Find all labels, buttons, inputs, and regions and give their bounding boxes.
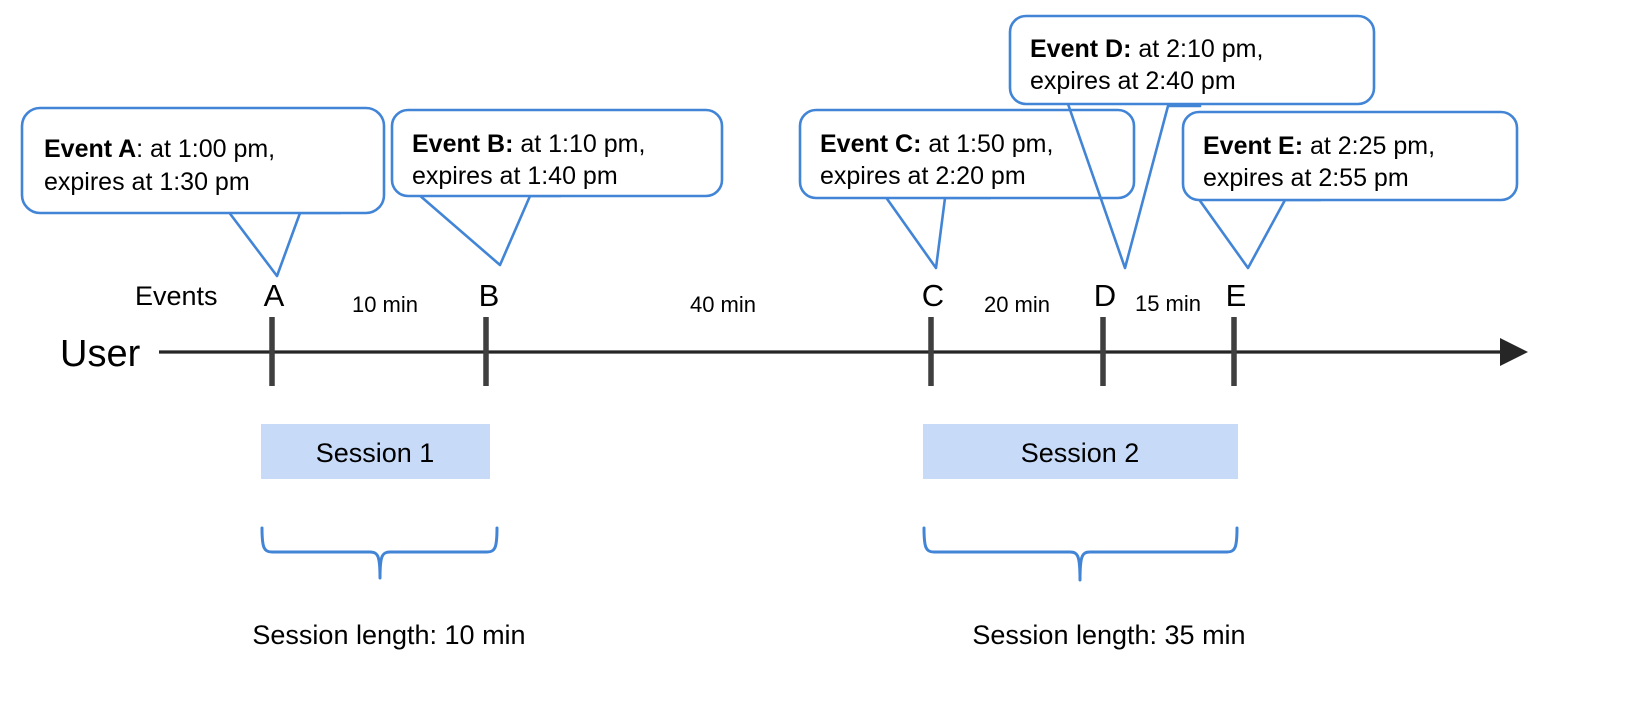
- callout-lead-b: Event B:: [412, 130, 513, 158]
- marker-label-e: E: [1226, 278, 1247, 313]
- session-rect-1: [261, 424, 490, 479]
- session-caption-1: Session length: 10 min: [252, 620, 525, 650]
- event-marker-a[interactable]: A: [264, 278, 285, 386]
- callout-rest-b: at 1:10 pm,: [513, 130, 645, 158]
- callout-lead-e: Event E:: [1203, 132, 1303, 160]
- timeline-axis: [159, 338, 1528, 366]
- callout-event-c[interactable]: Event C: at 1:50 pm, expires at 2:20 pm: [798, 108, 1136, 270]
- callout-sep-a: :: [136, 135, 143, 163]
- session-bar-1[interactable]: Session 1: [261, 424, 490, 479]
- callout-rest-a: at 1:00 pm,: [143, 135, 275, 163]
- marker-label-d: D: [1094, 278, 1116, 313]
- callout-rest-d: at 2:10 pm,: [1131, 35, 1263, 63]
- callout-text-a-line1: Event A: at 1:00 pm,: [44, 135, 275, 163]
- callout-text-b-line2: expires at 1:40 pm: [412, 162, 618, 190]
- session-rect-2: [923, 424, 1238, 479]
- callout-event-d[interactable]: Event D: at 2:10 pm, expires at 2:40 pm: [1008, 14, 1376, 270]
- axis-row-label-events: Events: [135, 281, 218, 311]
- session-brace-2: [922, 526, 1239, 582]
- callout-text-b-line1: Event B: at 1:10 pm,: [412, 130, 645, 158]
- marker-label-a: A: [264, 278, 285, 313]
- callout-box-d: [1008, 14, 1376, 106]
- session-caption-2: Session length: 35 min: [972, 620, 1245, 650]
- marker-label-b: B: [479, 278, 500, 313]
- callout-tail-d: [1066, 102, 1202, 270]
- callout-tail-c: [883, 194, 992, 270]
- event-marker-e[interactable]: E: [1226, 278, 1247, 386]
- session-bar-2[interactable]: Session 2: [923, 424, 1238, 479]
- marker-label-c: C: [922, 278, 944, 313]
- axis-row-label-user: User: [60, 333, 141, 375]
- callout-rest-e: at 2:25 pm,: [1303, 132, 1435, 160]
- interval-label-b-c: 40 min: [690, 292, 756, 317]
- callout-tail-e: [1196, 196, 1322, 270]
- callout-tail-a: [226, 209, 342, 278]
- callout-event-b[interactable]: Event B: at 1:10 pm, expires at 1:40 pm: [390, 108, 724, 267]
- callout-rest-c: at 1:50 pm,: [921, 130, 1053, 158]
- event-marker-b[interactable]: B: [479, 278, 500, 386]
- callout-lead-d: Event D:: [1030, 35, 1131, 63]
- callout-text-c-line1: Event C: at 1:50 pm,: [820, 130, 1053, 158]
- callout-box-e: [1181, 110, 1519, 202]
- callout-text-a-line2: expires at 1:30 pm: [44, 168, 250, 196]
- callout-text-d-line2: expires at 2:40 pm: [1030, 67, 1236, 95]
- session-label-2: Session 2: [1021, 438, 1140, 468]
- callout-text-d-line1: Event D: at 2:10 pm,: [1030, 35, 1263, 63]
- interval-label-d-e: 15 min: [1135, 291, 1201, 316]
- session-brace-1: [260, 526, 499, 580]
- callout-text-c-line2: expires at 2:20 pm: [820, 162, 1026, 190]
- callout-text-e-line2: expires at 2:55 pm: [1203, 164, 1409, 192]
- axis-arrowhead: [1500, 338, 1528, 366]
- callout-event-a[interactable]: Event A: at 1:00 pm, expires at 1:30 pm: [20, 106, 386, 278]
- callout-tail-b: [416, 192, 562, 267]
- callout-text-e-line1: Event E: at 2:25 pm,: [1203, 132, 1435, 160]
- callout-lead-c: Event C:: [820, 130, 921, 158]
- callout-lead-a: Event A: [44, 135, 136, 163]
- callout-event-e[interactable]: Event E: at 2:25 pm, expires at 2:55 pm: [1181, 110, 1519, 270]
- event-marker-c[interactable]: C: [922, 278, 944, 386]
- callout-box-b: [390, 108, 724, 198]
- interval-label-c-d: 20 min: [984, 292, 1050, 317]
- interval-label-a-b: 10 min: [352, 292, 418, 317]
- callout-box-a: [20, 106, 386, 215]
- callout-box-c: [798, 108, 1136, 200]
- event-marker-d[interactable]: D: [1094, 278, 1116, 386]
- session-label-1: Session 1: [316, 438, 435, 468]
